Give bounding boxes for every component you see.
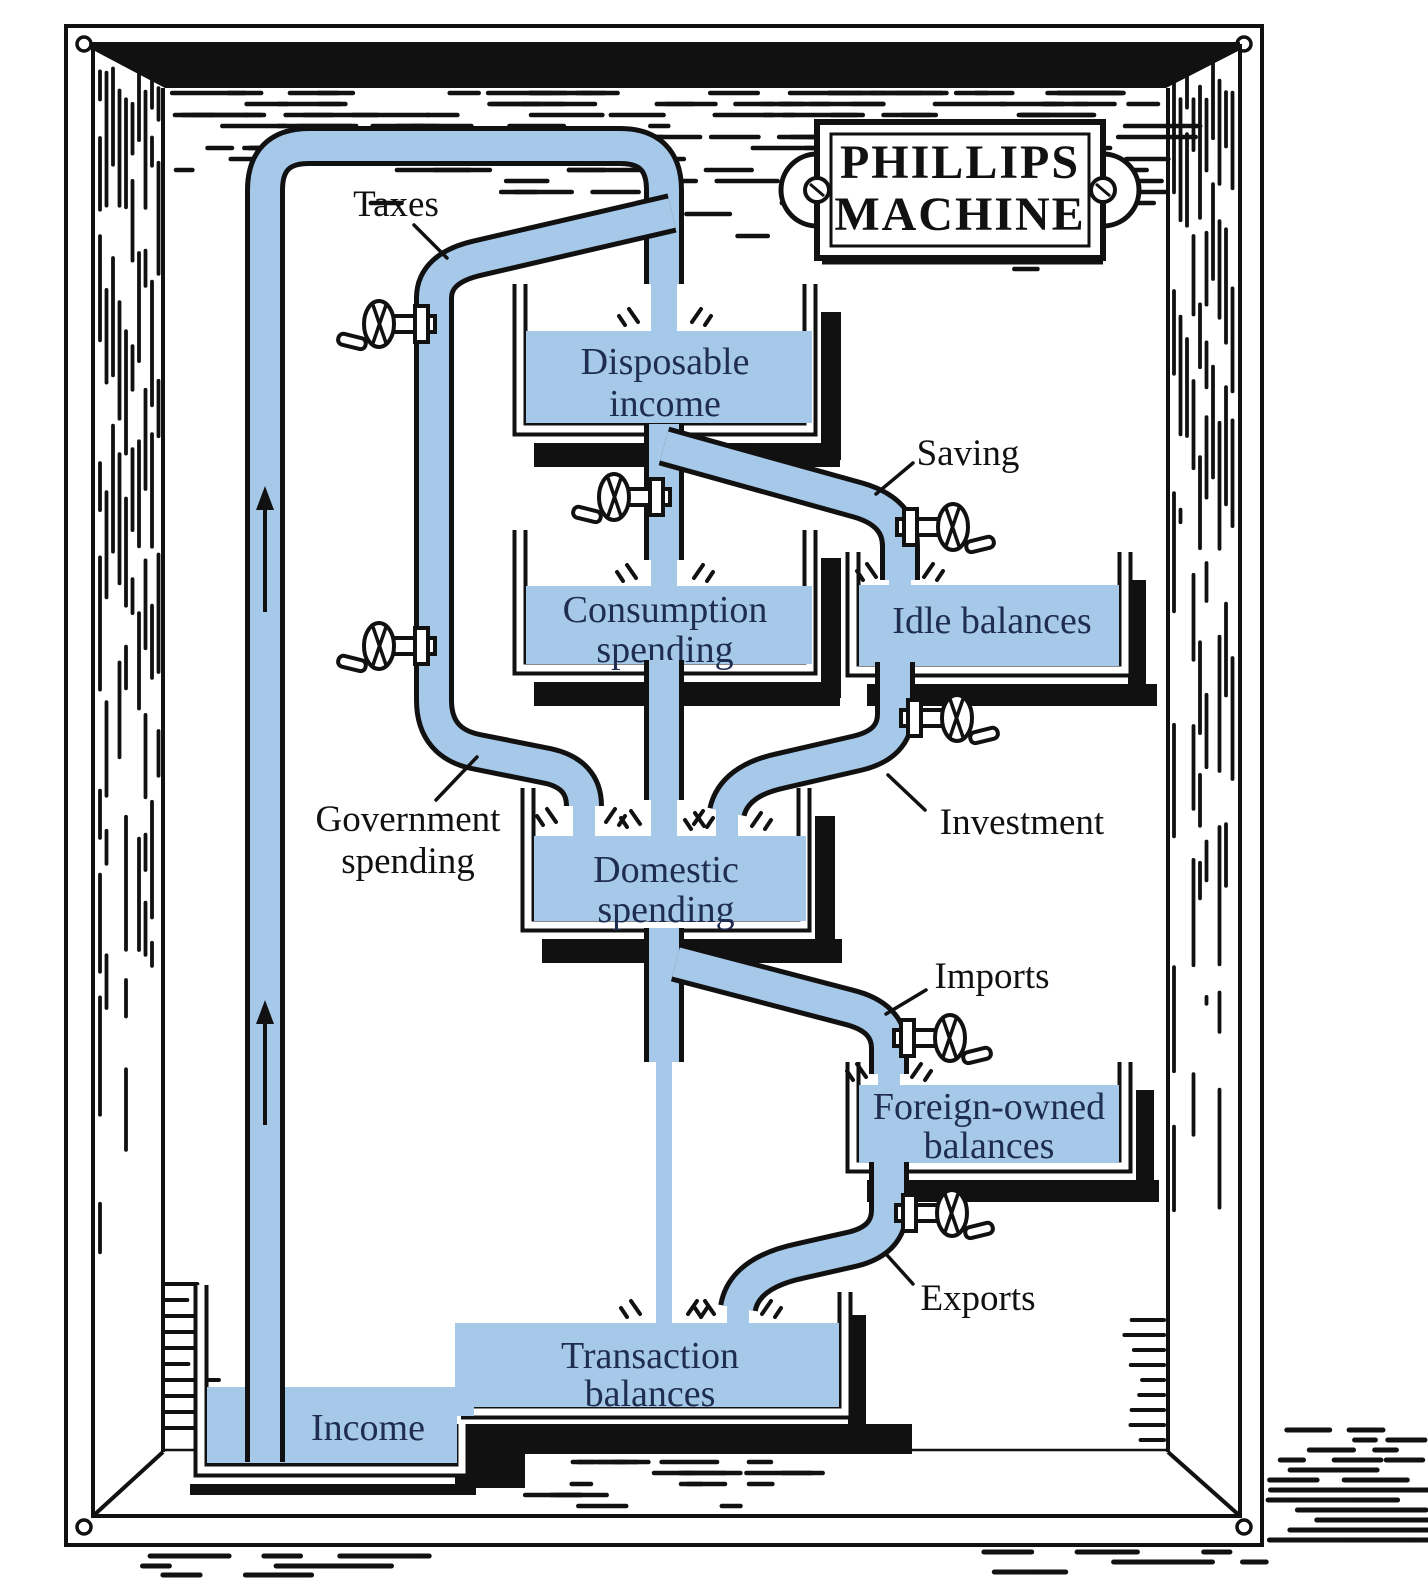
splash-icon [683,811,706,831]
splash-icon [619,1299,642,1319]
saving-leader-line [874,461,915,496]
splash-icon [692,563,715,583]
stream-exports-into-transaction [727,1302,749,1330]
splash-icon [690,307,713,327]
floor-corner-right [1166,1450,1242,1518]
tank-label: Transaction [561,1335,739,1377]
flow-direction-arrows [256,486,274,1125]
screw-icon [75,1518,93,1536]
tank-idle-balances: Idle balances [845,552,1157,706]
splash-icon [619,809,642,829]
pipe-exports [718,1162,909,1313]
stream-saving-into-idle [889,572,911,592]
splash-icon [855,562,878,582]
pipe-investment [707,662,915,818]
up-arrow-icon [256,1000,274,1024]
tank-label: balances [585,1373,716,1415]
investment-label: Investment [940,802,1105,843]
pipe-income-to-disposable [245,126,684,1462]
stream-government-into-domestic [573,800,595,844]
tank-label: Consumption [563,589,768,631]
screw-slot [1095,182,1111,198]
plumbing [245,126,920,1462]
taxes-leader-line [412,223,449,260]
splash-icon [922,562,945,582]
exports-label: Exports [920,1278,1035,1319]
floor-corner-left [91,1450,165,1518]
frame-top-band [90,42,1240,88]
screw-icon [1235,1518,1253,1536]
up-arrow-icon [256,486,274,510]
tank-label: Income [311,1407,425,1449]
stream-into-transaction [656,1058,672,1330]
stream-into-disposable [651,280,677,338]
floor-shading [522,1459,825,1509]
pipe-imports [670,942,909,1074]
splash-icon [760,1299,783,1319]
tank-label: Disposable [581,341,750,383]
investment-leader-line [886,773,927,812]
government-spending-label-line2: spending [341,841,475,882]
tank-label: spending [597,889,734,931]
tank-label: Foreign-owned [873,1086,1105,1128]
tank-label: balances [924,1125,1055,1167]
splash-icon [845,1062,868,1082]
splash-icon [750,811,773,831]
imports-label: Imports [934,956,1049,997]
plate-title-line2: MACHINE [834,188,1085,241]
pipe-taxes-government [414,193,677,808]
pipe-saving [658,426,920,580]
outer-shadow-bottom-left [140,1553,432,1578]
plate-title-line1: PHILLIPS [840,136,1080,189]
government-spending-label-line1: Government [316,799,502,840]
water-splash-marks [535,307,945,1319]
tank-label: Idle balances [892,600,1091,642]
name-plate: PHILLIPS MACHINE [778,119,1142,265]
exports-leader-line [884,1252,915,1286]
stream-into-domestic [651,796,677,844]
frame-front-face-edge [91,44,1242,1518]
splash-icon [615,563,638,583]
left-panel-hatching [98,58,161,1255]
imports-leader-line [884,988,928,1016]
right-panel-hatching [1172,56,1235,1213]
tank-label: income [609,383,721,425]
stream-imports-into-foreign [878,1068,900,1094]
flow-labels: Taxes Saving Government spending Investm… [316,184,1105,1319]
splash-icon [535,807,558,827]
splash-icon [693,1299,716,1319]
stream-into-consumption [651,556,677,594]
outer-shadow-bottom-right [981,1427,1428,1575]
screw-slot [809,182,825,198]
saving-label: Saving [917,433,1020,474]
stream-investment-into-domestic [716,806,738,844]
tank-label: Domestic [593,849,739,891]
splash-icon [617,307,640,327]
water-streams [535,280,945,1330]
splash-icon [910,1062,933,1082]
government-spending-leader-line [434,755,479,802]
right-corner-shading [1122,1318,1166,1442]
taxes-label: Taxes [353,184,439,225]
tank-domestic-spending: Domestic spending [520,788,842,963]
